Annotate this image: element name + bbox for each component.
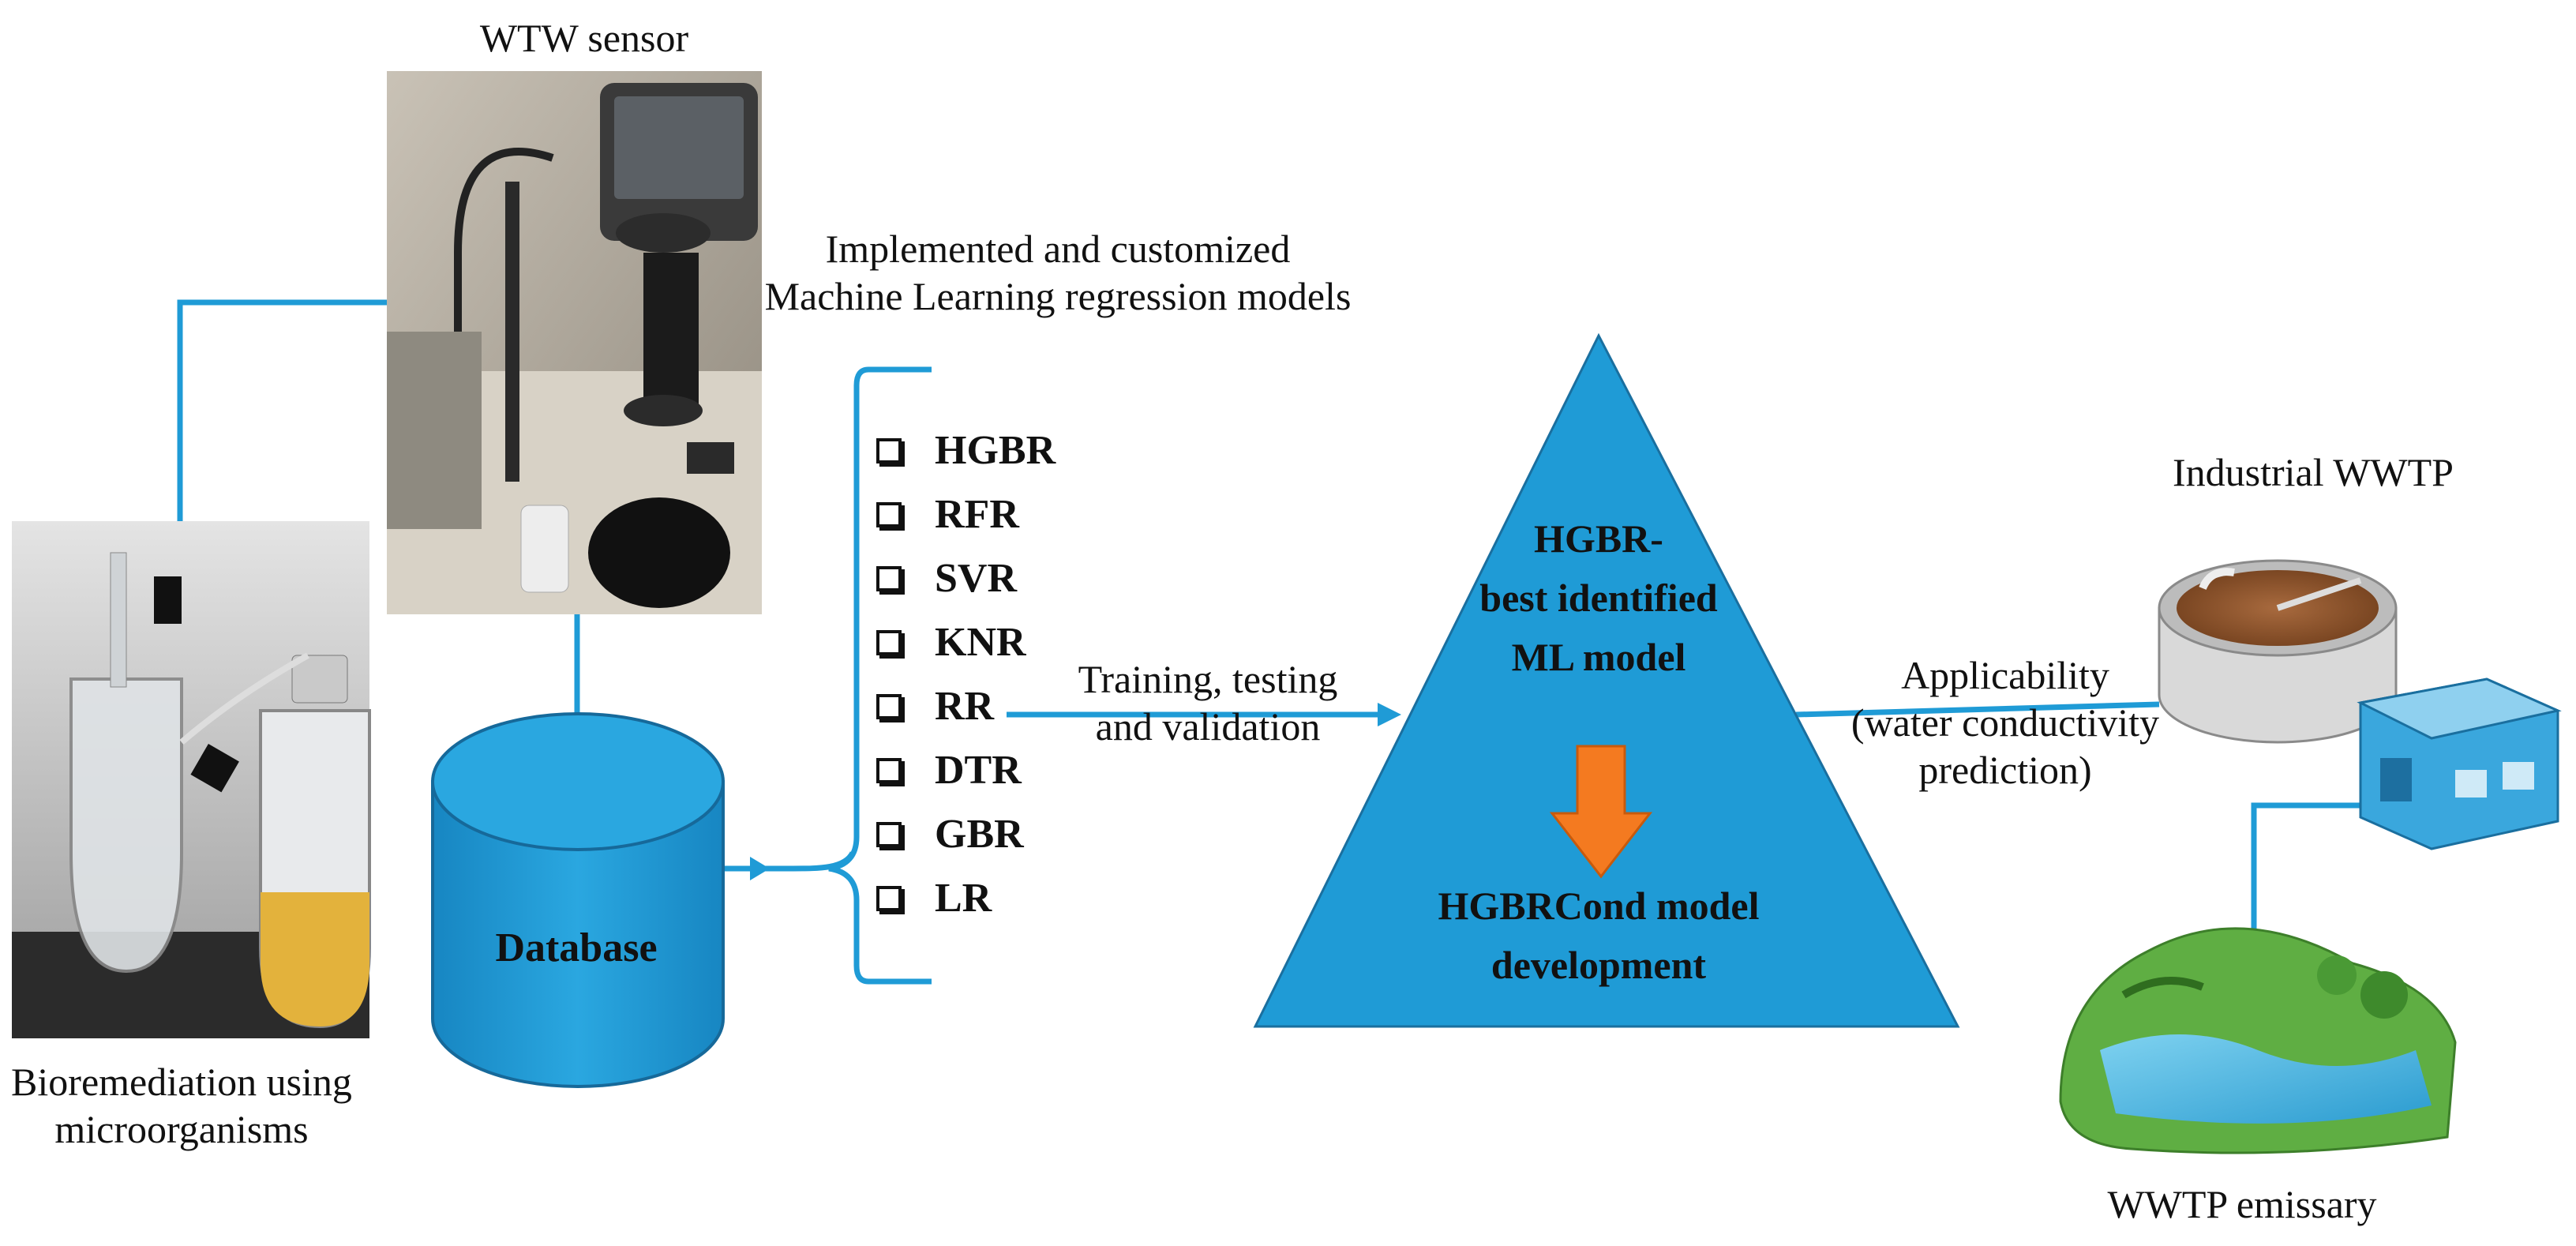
checkbox-icon [876, 885, 902, 911]
applicability-label-line1: Applicability [1901, 653, 2109, 697]
wtw-sensor-photo [387, 71, 762, 614]
triangle-line2: best identified [1479, 576, 1718, 620]
models-brace [828, 366, 932, 985]
best-model-triangle [1253, 332, 1960, 1028]
model-name: DTR [935, 748, 1022, 793]
triangle-best-model-text: HGBR- best identified ML model [1445, 509, 1753, 687]
database-cylinder [431, 712, 725, 1088]
wtw-sensor-label: WTW sensor [479, 16, 689, 60]
wwtp-emissary-label: WWTP emissary [2107, 1182, 2377, 1226]
applicability-label-line3: prediction) [1918, 748, 2092, 792]
connector-lines [177, 299, 2372, 1019]
checkbox-icon [876, 437, 902, 463]
list-item: RFR [876, 482, 1056, 546]
triangle-line4: HGBRCond model [1438, 884, 1760, 928]
triangle-line5: development [1490, 943, 1707, 987]
bioremediation-label: Bioremediation using microorganisms [0, 1058, 363, 1153]
applicability-label: Applicability (water conductivity predic… [1839, 651, 2171, 794]
model-name: GBR [935, 812, 1024, 857]
triangle-line3: ML model [1511, 635, 1686, 679]
models-arrowhead [750, 857, 770, 880]
list-item: DTR [876, 738, 1056, 802]
bioremediation-to-sensor-line [177, 299, 387, 521]
model-list: HGBR RFR SVR KNR RR DTR GBR LR [876, 418, 1056, 930]
down-arrow-icon [1549, 745, 1653, 879]
list-item: SVR [876, 546, 1056, 610]
model-name: LR [935, 876, 992, 921]
triangle-line1: HGBR- [1534, 516, 1663, 561]
models-title-line1: Implemented and customized [825, 227, 1291, 271]
models-title-line2: Machine Learning regression models [764, 274, 1352, 318]
model-name: RFR [935, 492, 1019, 537]
list-item: LR [876, 866, 1056, 930]
bioremediation-label-line1: Bioremediation using [11, 1060, 352, 1104]
list-item: RR [876, 674, 1056, 738]
checkbox-icon [876, 757, 902, 783]
model-name: RR [935, 684, 995, 729]
industrial-wwtp-icon [2158, 559, 2562, 850]
checkbox-icon [876, 821, 902, 847]
industrial-wwtp-label: Industrial WWTP [2173, 450, 2454, 494]
checkbox-icon [876, 565, 902, 591]
triangle-arrowhead [1378, 703, 1401, 726]
bioremediation-label-line2: microorganisms [54, 1107, 309, 1151]
triangle-to-wwtp-line [1795, 701, 2160, 718]
training-label-line1: Training, testing [1078, 657, 1338, 701]
database-label: Database [495, 925, 658, 970]
checkbox-icon [876, 501, 902, 527]
models-title: Implemented and customized Machine Learn… [750, 225, 1366, 320]
model-name: HGBR [935, 428, 1056, 473]
bioremediation-photo [12, 521, 371, 1038]
training-label-line2: and validation [1095, 704, 1321, 749]
checkbox-icon [876, 693, 902, 719]
wwtp-emissary-icon [2059, 927, 2457, 1154]
model-name: SVR [935, 556, 1018, 601]
list-item: KNR [876, 610, 1056, 674]
training-label: Training, testing and validation [1058, 655, 1358, 750]
list-item: GBR [876, 802, 1056, 866]
applicability-label-line2: (water conductivity [1850, 700, 2160, 745]
checkbox-icon [876, 629, 902, 655]
model-name: KNR [935, 620, 1026, 665]
list-item: HGBR [876, 418, 1056, 482]
triangle-development-text: HGBRCond model development [1413, 876, 1784, 995]
